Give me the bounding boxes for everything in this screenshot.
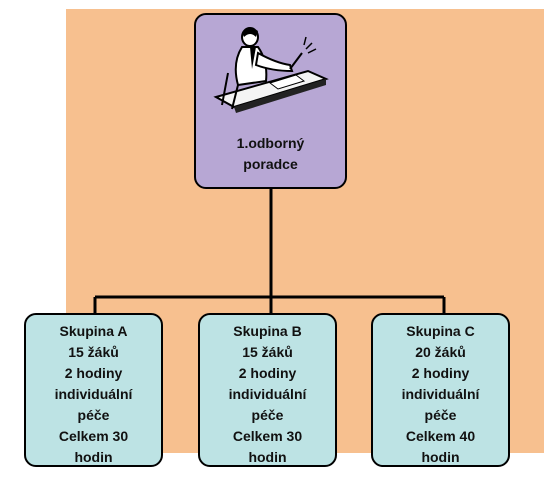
- group-c-line: individuální: [401, 386, 480, 402]
- group-a-line: 15 žáků: [68, 344, 119, 360]
- group-c-line: 20 žáků: [415, 344, 466, 360]
- group-a-line: individuální: [54, 386, 133, 402]
- group-node-b: Skupina B 15 žáků 2 hodiny individuální …: [198, 313, 337, 467]
- group-b-line: Celkem 30: [232, 428, 303, 444]
- group-a-line: Celkem 30: [58, 428, 129, 444]
- group-b-line: 15 žáků: [242, 344, 293, 360]
- group-b-line: hodin: [248, 449, 287, 465]
- group-node-a: Skupina A 15 žáků 2 hodiny individuální …: [24, 313, 163, 467]
- group-c-line: Celkem 40: [405, 428, 476, 444]
- group-b-line: individuální: [228, 386, 307, 402]
- group-a-line: 2 hodiny: [64, 365, 123, 381]
- group-c-line: 2 hodiny: [411, 365, 470, 381]
- group-a-line: hodin: [74, 449, 113, 465]
- advisor-title-line1: 1.odborný: [236, 135, 305, 151]
- group-node-c: Skupina C 20 žáků 2 hodiny individuální …: [371, 313, 510, 467]
- group-c-line: péče: [424, 407, 457, 423]
- advisor-title-line2: poradce: [243, 156, 298, 172]
- advisor-label: 1.odborný poradce: [196, 133, 345, 175]
- group-b-line: péče: [251, 407, 284, 423]
- group-c-line: Skupina C: [406, 323, 475, 339]
- group-a-line: Skupina A: [59, 323, 128, 339]
- advisor-node: 1.odborný poradce: [194, 13, 347, 189]
- group-b-line: Skupina B: [233, 323, 302, 339]
- group-b-line: 2 hodiny: [238, 365, 297, 381]
- group-c-line: hodin: [421, 449, 460, 465]
- writing-person-icon: [213, 27, 329, 113]
- group-a-line: péče: [77, 407, 110, 423]
